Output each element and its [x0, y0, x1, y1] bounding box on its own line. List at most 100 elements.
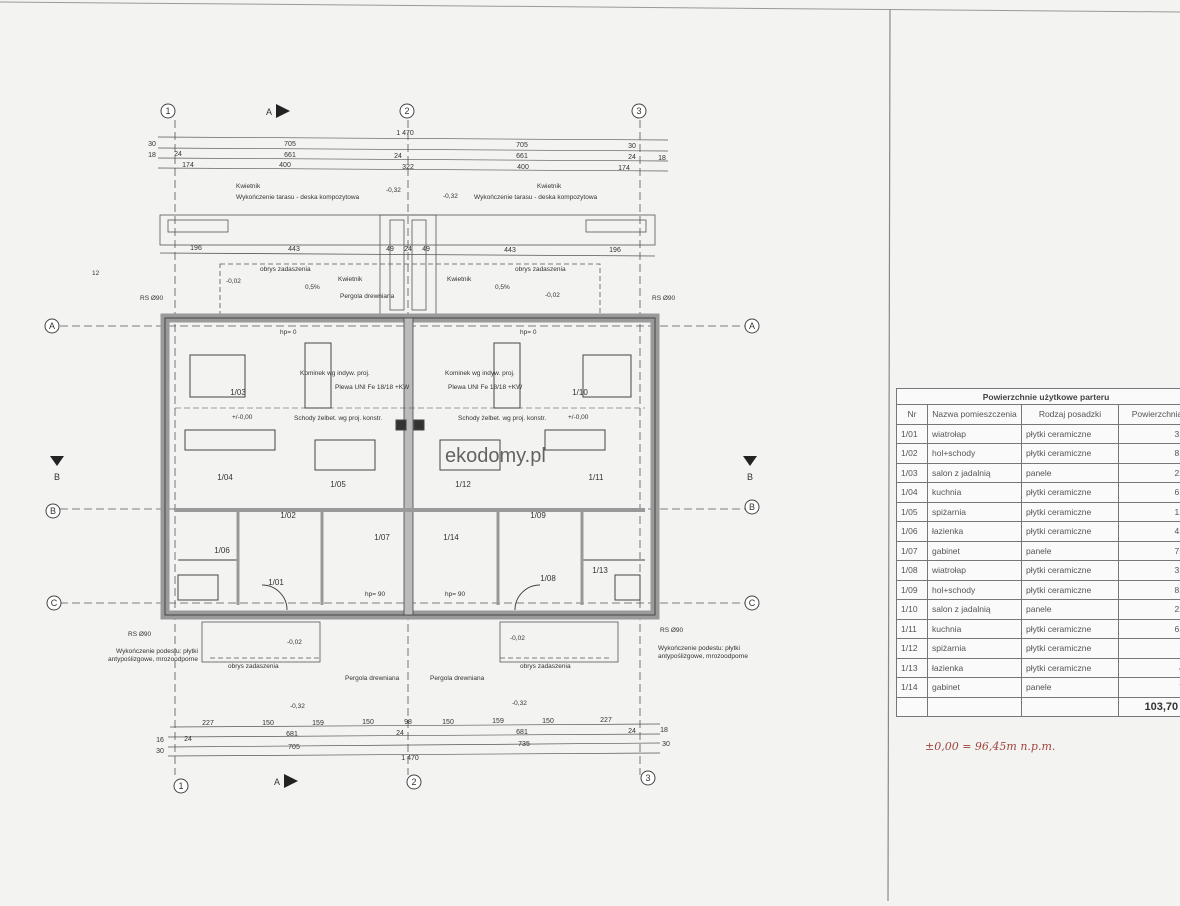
label-roof-outline-bottom-right: obrys zadaszenia: [520, 663, 571, 670]
usable-area-table: Powierzchnie użytkowe parteru Nr Nazwa p…: [896, 388, 1180, 717]
dim: 322: [402, 164, 414, 171]
room-number: 1/12: [897, 639, 928, 659]
dim: 30: [662, 741, 670, 748]
room-number: 1/01: [897, 424, 928, 444]
dim: 400: [517, 164, 529, 171]
room-label: 1/11: [589, 473, 605, 482]
dim: 443: [504, 247, 516, 254]
total-empty-cell: [1022, 697, 1119, 717]
dim: 150: [262, 720, 274, 727]
room-area: 4,1: [1119, 658, 1180, 678]
label-hp0-right: hp= 0: [520, 329, 537, 336]
room-area: 3,03: [1119, 561, 1180, 581]
dim: 24: [184, 736, 192, 743]
room-area: 3,03: [1119, 424, 1180, 444]
bottom-dimension-lines: [168, 724, 660, 756]
room-label: 1/09: [530, 511, 546, 520]
room-name: salon z jadalnią: [928, 600, 1022, 620]
total-empty-cell: [928, 697, 1022, 717]
room-name: łazienka: [928, 522, 1022, 542]
label-pergola-bottom-right: Pergola drewniana: [430, 675, 485, 682]
room-area: 7,0: [1119, 678, 1180, 698]
room-area: 21,3: [1119, 463, 1180, 483]
axis-1-bottom: 1: [178, 781, 183, 791]
svg-text:B: B: [54, 472, 60, 482]
section-marker-a-bottom: A: [274, 774, 298, 788]
room-label: 1/14: [443, 533, 459, 542]
level-terrace-bottom-left: -0,32: [290, 703, 305, 710]
dim: 196: [609, 247, 621, 254]
room-label: 1/13: [592, 566, 608, 575]
floor-type: panele: [1022, 541, 1119, 561]
label-stairs-right: Schody żelbet. wg proj. konstr.: [458, 415, 546, 422]
dim-overall-bottom: 1 470: [401, 755, 419, 762]
room-area: 21,3: [1119, 600, 1180, 620]
label-rs-top-left: RS Ø90: [140, 295, 164, 302]
col-header-area: Powierzchnia: [1119, 405, 1180, 425]
room-number: 1/11: [897, 619, 928, 639]
room-number: 1/10: [897, 600, 928, 620]
label-fireplace-right: Kominek wg indyw. proj.: [445, 370, 515, 377]
slope-right: 0,5%: [495, 284, 510, 291]
section-marker-b-left: B: [50, 456, 64, 482]
room-number: 1/02: [897, 444, 928, 464]
level-zero-left: +/-0,00: [232, 414, 253, 421]
table-total-row: 103,70 m: [897, 697, 1180, 717]
section-marker-a-top: A: [266, 104, 290, 118]
room-label: 1/03: [230, 388, 246, 397]
label-stairs-left: Schody żelbet. wg proj. konstr.: [294, 415, 382, 422]
room-number: 1/04: [897, 483, 928, 503]
room-name: salon z jadalnią: [928, 463, 1022, 483]
axis-2-bottom: 2: [411, 777, 416, 787]
label-fireplace-left: Kominek wg indyw. proj.: [300, 370, 370, 377]
dim: 24: [628, 728, 636, 735]
label-kwietnik-right: Kwietnik: [537, 183, 562, 190]
room-name: hol+schody: [928, 580, 1022, 600]
floor-type: płytki ceramiczne: [1022, 639, 1119, 659]
dim: 705: [288, 744, 300, 751]
floor-type: płytki ceramiczne: [1022, 580, 1119, 600]
dim: 661: [516, 153, 528, 160]
room-number: 1/06: [897, 522, 928, 542]
dim: 705: [284, 141, 296, 148]
room-area: 7,08: [1119, 541, 1180, 561]
room-number: 1/03: [897, 463, 928, 483]
dim: 24: [396, 730, 404, 737]
label-rs-bottom-right: RS Ø90: [660, 627, 684, 634]
col-header-floor: Rodzaj posadzki: [1022, 405, 1119, 425]
sheet-top-edge: [0, 2, 1180, 12]
watermark-logo: ekodomy.pl: [445, 445, 546, 467]
table-row: 1/14gabinetpanele7,0: [897, 678, 1180, 698]
level-entry-top-left: -0,02: [226, 278, 241, 285]
dim: 681: [286, 731, 298, 738]
floor-type: płytki ceramiczne: [1022, 502, 1119, 522]
level-entry-bottom-right: -0,02: [510, 635, 525, 642]
room-label: 1/04: [217, 473, 233, 482]
label-terrace-finish-right: Wykończenie tarasu - deska kompozytowa: [474, 194, 598, 201]
axis-b-left: B: [50, 506, 56, 516]
level-entry-top-right: -0,02: [545, 292, 560, 299]
dim: 30: [156, 748, 164, 755]
dim: 30: [148, 141, 156, 148]
dim: 150: [442, 719, 454, 726]
room-number: 1/13: [897, 658, 928, 678]
room-area: 6,04: [1119, 619, 1180, 639]
room-label: 1/02: [280, 511, 296, 520]
room-name: hol+schody: [928, 444, 1022, 464]
dim: 227: [600, 717, 612, 724]
room-name: spiżarnia: [928, 639, 1022, 659]
dim: 174: [182, 162, 194, 169]
room-number: 1/14: [897, 678, 928, 698]
floor-type: płytki ceramiczne: [1022, 483, 1119, 503]
handwritten-level-note: ±0,00 = 96,45m n.p.m.: [925, 740, 1055, 753]
svg-text:A: A: [274, 777, 280, 787]
room-area: 1,5: [1119, 639, 1180, 659]
axis-b-right: B: [749, 502, 755, 512]
axis-1-top: 1: [165, 106, 170, 116]
